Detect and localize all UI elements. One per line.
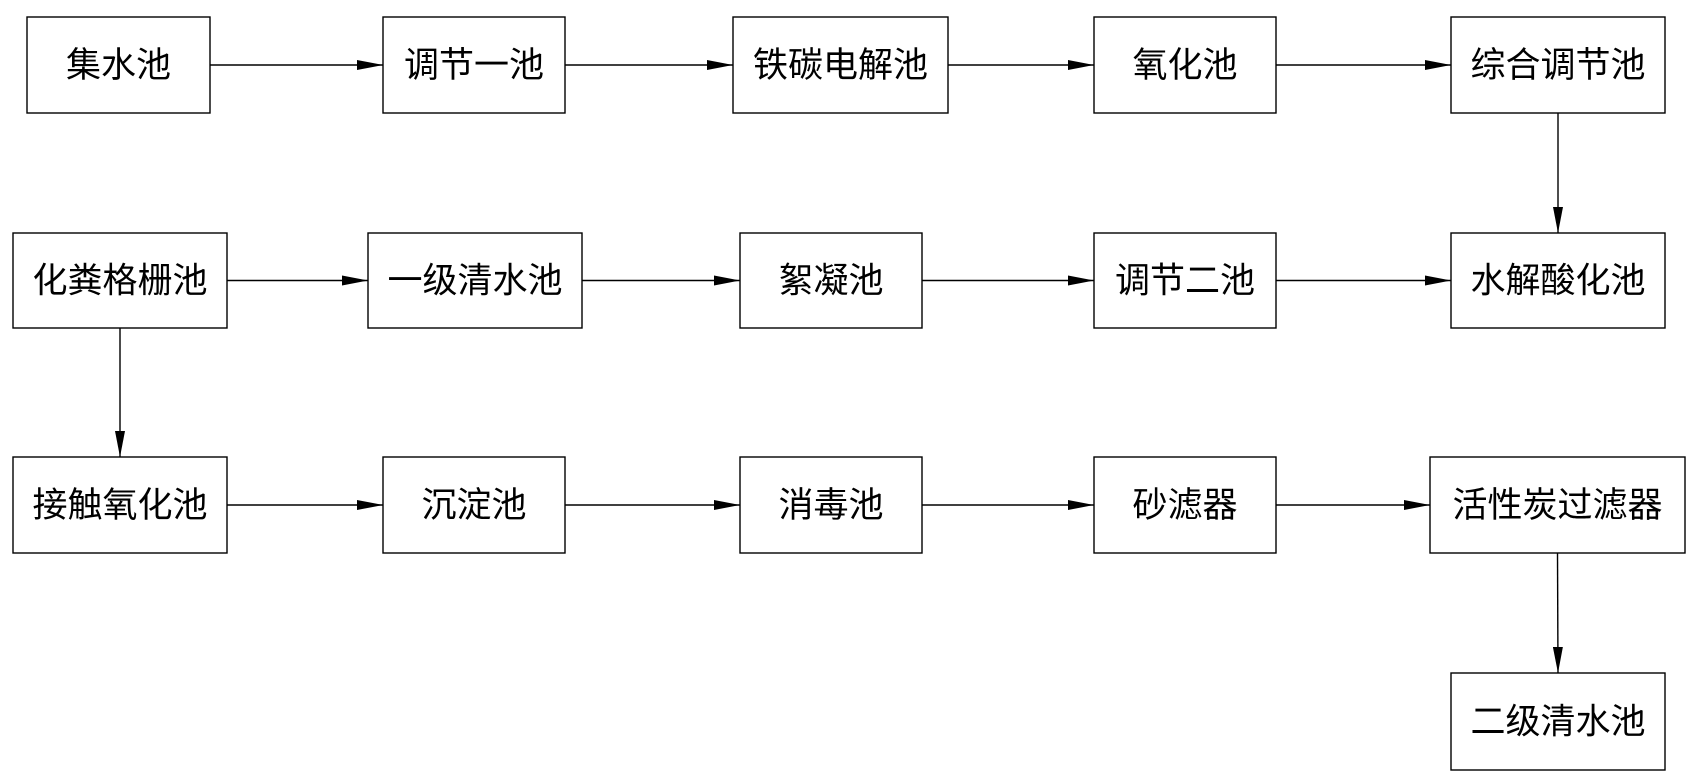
process-node-box: [1093, 456, 1277, 554]
process-node-label: 化粪格栅池: [32, 262, 207, 302]
process-node-box: [26, 16, 211, 114]
process-node-label: 一级清水池: [387, 262, 562, 302]
process-node-label: 接触氧化池: [32, 486, 207, 526]
process-node-label: 活性炭过滤器: [1452, 486, 1662, 526]
process-node: 絮凝池: [739, 232, 923, 329]
process-node: 沉淀池: [382, 456, 566, 554]
process-node-box: [1093, 16, 1277, 114]
process-node-label: 二级清水池: [1470, 703, 1645, 743]
process-node-label: 铁碳电解池: [753, 46, 928, 86]
process-node-label: 调节一池: [404, 46, 544, 86]
process-node: 化粪格栅池: [12, 232, 228, 329]
process-node-label: 沉淀池: [421, 486, 526, 526]
process-node: 二级清水池: [1450, 672, 1666, 771]
process-node-label: 氧化池: [1132, 46, 1237, 86]
process-node: 水解酸化池: [1450, 232, 1666, 329]
process-node-label: 调节二池: [1115, 262, 1255, 302]
process-node-box: [1093, 232, 1277, 329]
process-node-box: [1450, 232, 1666, 329]
process-node: 综合调节池: [1450, 16, 1666, 114]
process-node-label: 絮凝池: [778, 262, 883, 302]
process-node: 调节二池: [1093, 232, 1277, 329]
process-node-label: 消毒池: [778, 486, 883, 526]
process-node: 砂滤器: [1093, 456, 1277, 554]
process-node: 消毒池: [739, 456, 923, 554]
process-node-label: 综合调节池: [1470, 46, 1645, 86]
process-node-box: [732, 16, 949, 114]
process-node-box: [739, 232, 923, 329]
flow-arrow: [1552, 552, 1563, 674]
process-node: 铁碳电解池: [732, 16, 949, 114]
process-node-box: [1429, 456, 1686, 554]
process-node-box: [1450, 672, 1666, 771]
process-node-box: [1450, 16, 1666, 114]
process-node-box: [367, 232, 583, 329]
process-node-box: [12, 232, 228, 329]
process-node: 氧化池: [1093, 16, 1277, 114]
process-node-label: 集水池: [66, 46, 171, 86]
process-node: 接触氧化池: [12, 456, 228, 554]
process-node-box: [382, 456, 566, 554]
process-node-box: [382, 16, 566, 114]
process-node: 调节一池: [382, 16, 566, 114]
process-node-label: 水解酸化池: [1470, 262, 1645, 302]
edges-layer: [115, 60, 1563, 674]
process-node: 活性炭过滤器: [1429, 456, 1686, 554]
process-node-box: [739, 456, 923, 554]
process-node: 集水池: [26, 16, 211, 114]
process-node-box: [12, 456, 228, 554]
process-node: 一级清水池: [367, 232, 583, 329]
process-node-label: 砂滤器: [1132, 486, 1237, 526]
